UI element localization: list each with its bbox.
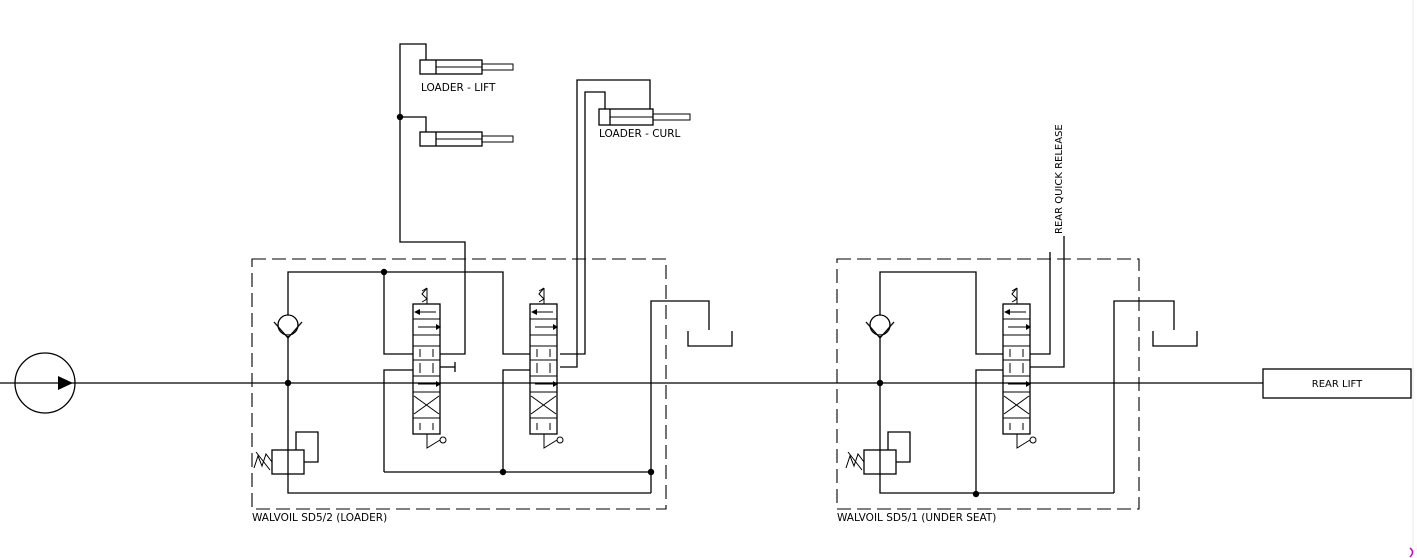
loader-lift-hoses [383, 43, 466, 355]
junction-dot [396, 113, 404, 121]
junction-dot [876, 379, 884, 387]
junction-dot [647, 468, 655, 476]
spool-valve-lift [412, 287, 447, 449]
loader-lift-cylinder-bottom [419, 131, 514, 147]
loader-curl-cylinder [598, 108, 691, 126]
walvoil-under-seat-label: WALVOIL SD5/1 (UNDER SEAT) [837, 512, 996, 524]
loader-curl-label: LOADER - CURL [599, 128, 681, 140]
rear-lift-label: REAR LIFT [1312, 379, 1363, 390]
under-seat-internal-lines [845, 236, 1198, 494]
rear-quick-release-label: REAR QUICK RELEASE [1054, 124, 1065, 234]
loader-lift-cylinder-top [419, 59, 514, 75]
walvoil-under-seat-dashed-box [836, 258, 1140, 510]
loader-internal-lines [253, 271, 733, 494]
loader-curl-hoses [560, 79, 651, 368]
junction-dot [380, 268, 388, 276]
junction-dot [972, 490, 980, 498]
spool-valve-rear [1002, 287, 1037, 449]
junction-dot [284, 379, 292, 387]
junction-dot [499, 468, 507, 476]
rear-lift-box [1262, 368, 1412, 399]
spool-valve-curl [529, 287, 564, 449]
loader-lift-label: LOADER - LIFT [421, 82, 496, 94]
walvoil-loader-dashed-box [251, 258, 667, 510]
corner-mark-icon [1409, 547, 1414, 558]
walvoil-loader-label: WALVOIL SD5/2 (LOADER) [252, 512, 387, 524]
